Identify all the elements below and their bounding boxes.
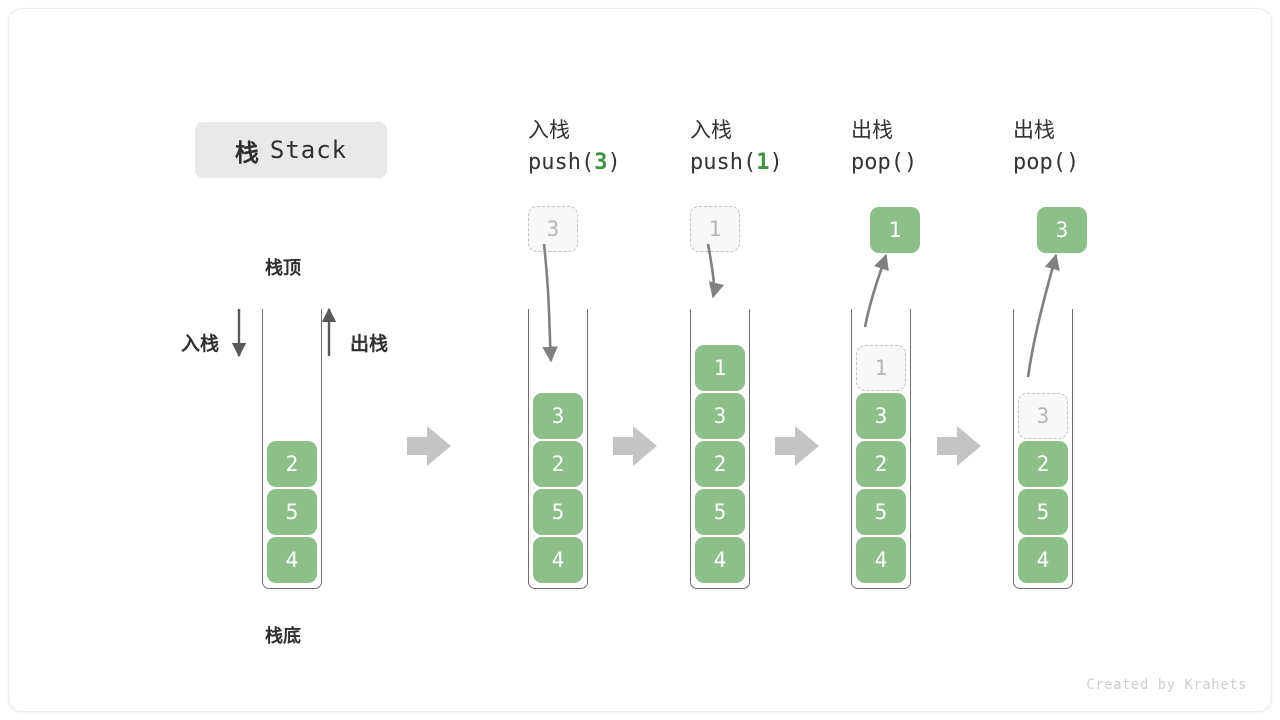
stack-cells: 3 2 5 4 (533, 391, 583, 583)
stack-cell: 2 (1018, 441, 1068, 487)
stack-cell: 2 (695, 441, 745, 487)
code-suffix: ) (769, 150, 783, 175)
stack-cell: 2 (533, 441, 583, 487)
stack-walls (1013, 309, 1073, 589)
stack-cell: 4 (533, 537, 583, 583)
stack-cell: 5 (856, 489, 906, 535)
diagram-card: 栈 Stack 栈顶 栈底 入栈 出栈 2 5 4 入栈 push(3) 3 3… (8, 8, 1272, 712)
stack-cells: 1 3 2 5 4 (695, 343, 745, 583)
code-suffix: ) (607, 150, 621, 175)
stack-after-pop-1: 1 3 2 5 4 (851, 309, 911, 589)
stack-cell: 4 (856, 537, 906, 583)
label-pop-side: 出栈 (350, 334, 389, 355)
pending-push-cell-3: 3 (528, 204, 578, 252)
code-suffix: ) (1065, 150, 1080, 175)
step-header-pop-3: 出栈 pop() (1013, 116, 1193, 180)
flow-arrow-1 (407, 426, 451, 466)
flow-arrow-4 (937, 426, 981, 466)
code-suffix: ) (903, 150, 918, 175)
ghost-cell: 1 (690, 206, 740, 252)
flow-arrow-2 (613, 426, 657, 466)
stack-cell: 3 (856, 393, 906, 439)
popped-value-cell: 1 (870, 207, 920, 253)
stack-walls (262, 309, 322, 589)
stack-walls (528, 309, 588, 589)
stack-initial: 2 5 4 (262, 309, 322, 589)
stack-cell: 5 (1018, 489, 1068, 535)
stack-cell: 5 (267, 489, 317, 535)
stack-cell: 2 (267, 441, 317, 487)
step-header-push-3: 入栈 push(3) (528, 116, 708, 180)
step-title-code: push(1) (690, 146, 870, 180)
step-title-cn: 入栈 (690, 119, 732, 142)
stack-cell: 3 (533, 393, 583, 439)
step-title-code: push(3) (528, 146, 708, 180)
stack-cell: 5 (695, 489, 745, 535)
stack-cell: 4 (695, 537, 745, 583)
stack-walls (851, 309, 911, 589)
step-header-push-1: 入栈 push(1) (690, 116, 870, 180)
code-arg: 1 (756, 150, 770, 175)
title-cn: 栈 (234, 139, 260, 167)
stack-cell: 5 (533, 489, 583, 535)
stack-after-push-1: 1 3 2 5 4 (690, 309, 750, 589)
code-arg: 3 (594, 150, 608, 175)
code-prefix: push( (528, 150, 595, 175)
title-badge: 栈 Stack (195, 122, 387, 178)
ghost-cell: 1 (856, 345, 906, 391)
popped-value-cell: 3 (1037, 207, 1087, 253)
stack-cell: 4 (1018, 537, 1068, 583)
popped-cell-3: 3 (1037, 205, 1087, 253)
label-stack-bottom: 栈底 (265, 626, 301, 646)
label-push-side: 入栈 (181, 334, 220, 355)
step-header-pop-1: 出栈 pop() (851, 116, 1031, 180)
stack-cell: 2 (856, 441, 906, 487)
popped-cell-1: 1 (870, 205, 920, 253)
arrow-overlay (231, 243, 1060, 466)
stack-walls (690, 309, 750, 589)
label-stack-top: 栈顶 (265, 258, 301, 278)
code-prefix: push( (690, 150, 757, 175)
flow-arrow-3 (775, 426, 819, 466)
credit-text: Created by Krahets (1086, 677, 1247, 693)
step-title-code: pop() (1013, 146, 1193, 180)
stack-after-pop-3: 3 2 5 4 (1013, 309, 1073, 589)
stack-cells: 1 3 2 5 4 (856, 343, 906, 583)
title-en: Stack (269, 136, 348, 164)
ghost-cell: 3 (1018, 393, 1068, 439)
stack-cells: 3 2 5 4 (1018, 377, 1068, 583)
step-title-cn: 入栈 (528, 119, 570, 142)
stack-after-push-3: 3 2 5 4 (528, 309, 588, 589)
ghost-cell: 3 (528, 206, 578, 252)
step-title-code: pop() (851, 146, 1031, 180)
stack-cell: 4 (267, 537, 317, 583)
step-title-cn: 出栈 (851, 119, 893, 142)
code-prefix: pop( (851, 150, 904, 175)
stack-cell: 3 (695, 393, 745, 439)
stack-cells: 2 5 4 (267, 439, 317, 583)
pending-push-cell-1: 1 (690, 204, 740, 252)
step-title-cn: 出栈 (1013, 119, 1055, 142)
code-prefix: pop( (1013, 150, 1066, 175)
stack-cell: 1 (695, 345, 745, 391)
